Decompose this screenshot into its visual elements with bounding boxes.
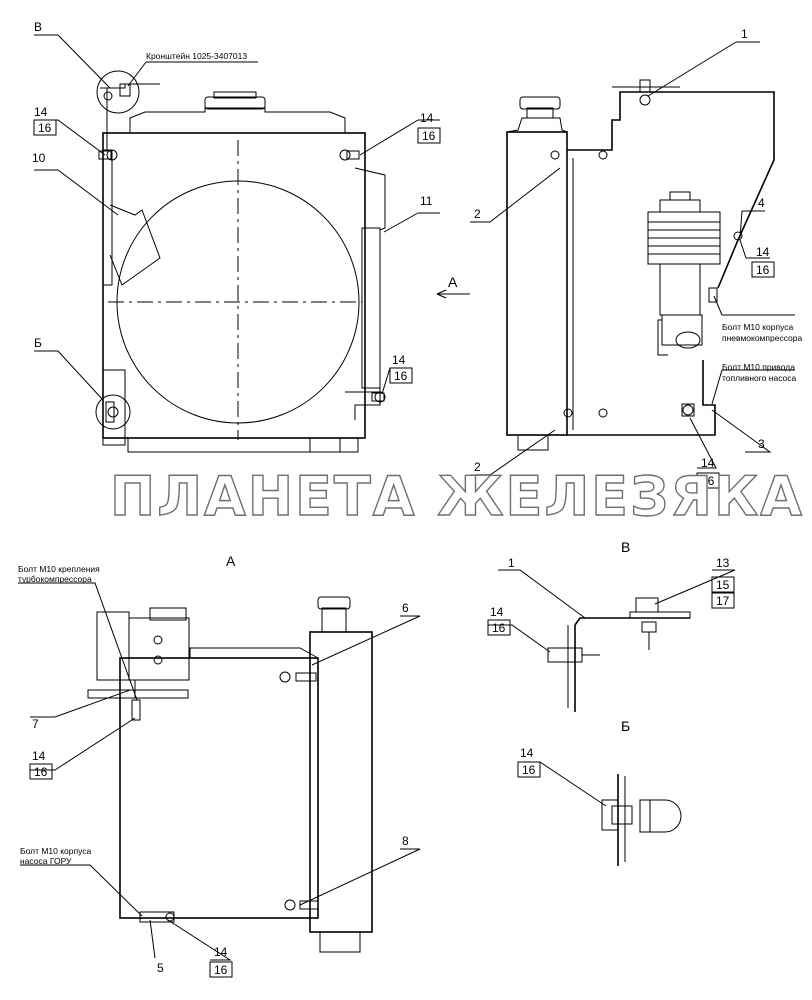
view-arrow-label: А	[448, 274, 458, 290]
leader-lines	[18, 34, 795, 961]
callout-14: 14	[420, 111, 434, 125]
callout-16: 16	[522, 763, 536, 777]
view-v-title: В	[621, 539, 630, 555]
note-gory-1: Болт М10 корпуса	[20, 846, 92, 856]
callout-16: 16	[38, 121, 52, 135]
bolt-marker	[371, 391, 386, 403]
callout-4: 4	[758, 196, 765, 210]
bolt-marker	[708, 287, 718, 303]
callout-7: 7	[32, 717, 39, 731]
view-b-title: Б	[621, 718, 630, 734]
callout-14: 14	[392, 353, 406, 367]
callout-8: 8	[402, 834, 409, 848]
view-V	[547, 597, 691, 712]
callout-b-label: Б	[34, 336, 42, 350]
note-bracket: Кронштейн 1025-3407013	[146, 51, 247, 61]
callout-16: 16	[214, 963, 228, 977]
bolt-marker	[103, 83, 131, 101]
callout-v-label: В	[34, 20, 42, 34]
callout-3: 3	[758, 437, 765, 451]
view-B	[601, 774, 682, 866]
bolt-marker	[131, 699, 141, 721]
turbocompressor	[87, 607, 190, 699]
callout-16: 16	[34, 765, 48, 779]
callout-10: 10	[32, 151, 46, 165]
detail-circle-V	[96, 70, 140, 114]
callout-2-bottom: 2	[474, 460, 481, 474]
callout-13: 13	[716, 556, 730, 570]
note-gory-2: насоса ГОРУ	[20, 856, 72, 866]
callout-14: 14	[214, 945, 228, 959]
bolt-marker	[550, 150, 608, 160]
callout-14: 14	[701, 456, 715, 470]
view-a-title: А	[226, 553, 236, 569]
bolt-marker	[98, 149, 118, 161]
callout-11: 11	[420, 194, 433, 208]
bolt-marker	[284, 899, 319, 911]
callout-16: 16	[756, 263, 770, 277]
compressor	[647, 191, 721, 356]
note-compressor-2: пневмокомпрессора	[722, 333, 803, 343]
note-turbo-2: турбокомпрессора	[18, 574, 92, 584]
bolt-marker	[639, 79, 651, 106]
callout-6: 6	[402, 601, 409, 615]
bolt-marker	[563, 408, 608, 418]
callout-14: 14	[520, 746, 534, 760]
note-fuelpump-2: топливного насоса	[722, 373, 797, 383]
callout-5: 5	[157, 961, 164, 975]
callout-2-top: 2	[474, 207, 481, 221]
bolt-marker	[681, 403, 695, 417]
callout-16: 16	[394, 369, 408, 383]
bolt-marker	[733, 231, 743, 241]
reference-boxes	[29, 119, 775, 978]
front-view	[95, 70, 386, 453]
note-compressor-1: Болт М10 корпуса	[722, 322, 794, 332]
watermark-text: ПЛАНЕТА ЖЕЛЕЗЯКА	[110, 465, 804, 528]
callout-1: 1	[741, 27, 748, 41]
callout-14: 14	[32, 749, 46, 763]
callout-16: 16	[492, 621, 506, 635]
callout-16: 16	[422, 129, 436, 143]
bolt-marker	[279, 671, 317, 683]
bolt-marker	[105, 401, 119, 423]
callout-14: 14	[34, 105, 48, 119]
note-fuelpump-1: Болт М10 привода	[722, 362, 795, 372]
callout-16: 16	[701, 474, 715, 488]
view-A	[87, 596, 373, 953]
callout-14: 14	[756, 245, 770, 259]
detail-circle-B	[95, 394, 131, 430]
callout-v-1: 1	[508, 556, 515, 570]
callout-17: 17	[716, 594, 730, 608]
callout-14: 14	[490, 605, 504, 619]
side-view	[436, 79, 775, 451]
bolt-marker	[339, 149, 360, 161]
callout-15: 15	[716, 578, 730, 592]
note-turbo-1: Болт М10 крепления	[18, 564, 100, 574]
